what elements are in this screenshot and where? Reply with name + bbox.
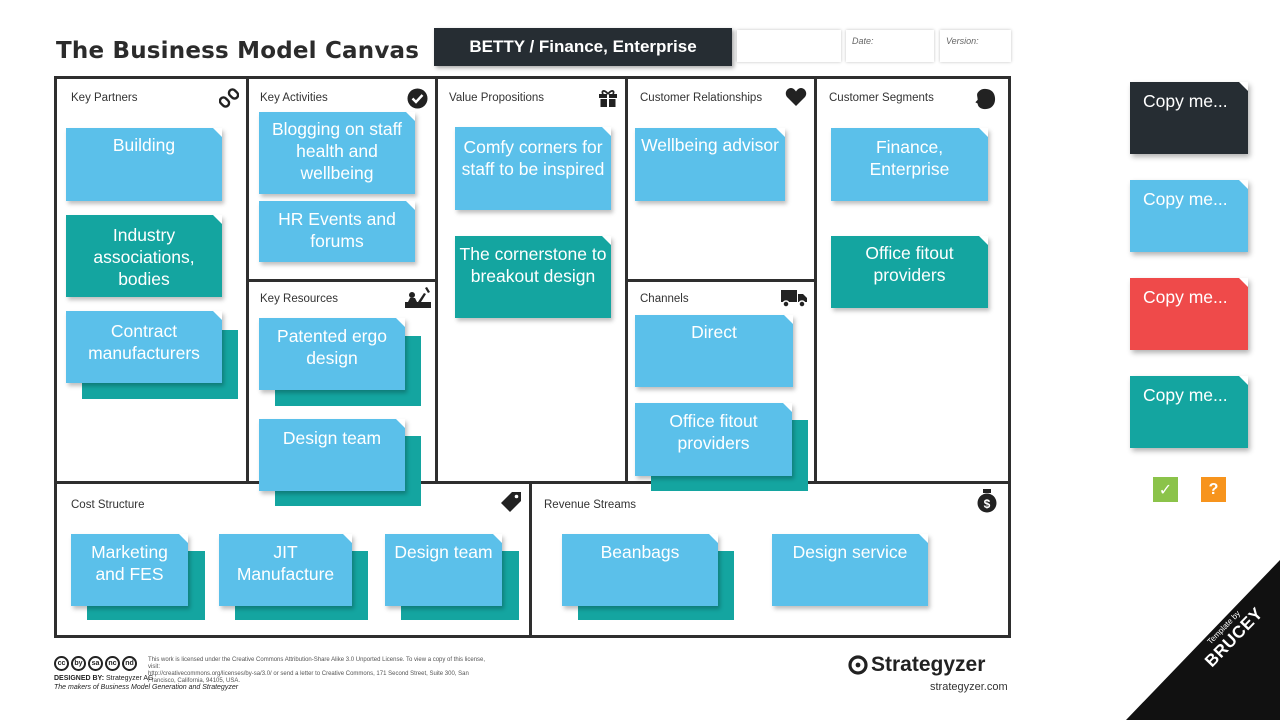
blank-field[interactable] [737,30,841,62]
divider [625,79,628,482]
person-head-icon [974,88,996,110]
page-title: The Business Model Canvas [56,38,420,64]
sticky-note[interactable]: Office fitout providers [831,236,988,308]
section-label-key-activities: Key Activities [260,92,328,104]
sticky-note[interactable]: HR Events and forums [259,201,415,262]
section-label-customer-relationships: Customer Relationships [640,92,763,104]
date-label: Date: [852,36,874,46]
company-header-box[interactable]: BETTY / Finance, Enterprise [434,28,732,66]
gift-icon [597,87,619,109]
truck-icon [780,287,808,309]
cc-license-icons: cc by sa nc nd [54,656,139,671]
strategyzer-logo-icon [848,655,868,675]
by-icon: by [71,656,86,671]
sticky-note[interactable]: Wellbeing advisor [635,128,785,201]
svg-text:$: $ [984,497,991,511]
sa-icon: sa [88,656,103,671]
sticky-note[interactable]: Design team [259,419,405,491]
copy-me-note-dark[interactable]: Copy me... [1130,82,1248,154]
link-icon [218,87,240,109]
sticky-note[interactable]: Industry associations, bodies [66,215,222,297]
sticky-note[interactable]: Design service [772,534,928,606]
date-field[interactable]: Date: [846,30,934,62]
section-label-channels: Channels [640,293,689,305]
section-label-value-propositions: Value Propositions [449,92,545,104]
cc-icon: cc [54,656,69,671]
money-bag-icon: $ [976,489,998,513]
designed-by: DESIGNED BY: Strategyzer AG [54,675,154,682]
price-tag-icon [500,491,522,513]
section-label-cost-structure: Cost Structure [71,499,145,511]
question-sticker[interactable]: ? [1201,477,1226,502]
nd-icon: nd [122,656,137,671]
makers-text: The makers of Business Model Generation … [54,684,239,691]
divider [529,482,532,635]
heart-icon [785,86,807,108]
divider [246,79,249,482]
divider [435,79,438,482]
section-label-revenue-streams: Revenue Streams [544,499,637,511]
version-label: Version: [946,36,979,46]
sticky-note[interactable]: Beanbags [562,534,718,606]
version-field[interactable]: Version: [940,30,1011,62]
check-sticker[interactable]: ✓ [1153,477,1178,502]
divider [628,279,814,282]
strategyzer-url[interactable]: strategyzer.com [930,681,1008,693]
section-label-key-partners: Key Partners [71,92,138,104]
sticky-note[interactable]: The cornerstone to breakout design [455,236,611,318]
divider [249,279,435,282]
check-circle-icon [406,87,428,109]
sticky-note[interactable]: Direct [635,315,793,387]
copy-me-note-blue[interactable]: Copy me... [1130,180,1248,252]
sticky-note[interactable]: Marketing and FES [71,534,188,606]
sticky-note[interactable]: Patented ergo design [259,318,405,390]
section-label-customer-segments: Customer Segments [829,92,934,104]
copy-me-note-red[interactable]: Copy me... [1130,278,1248,350]
sticky-note[interactable]: Contract manufacturers [66,311,222,383]
sticky-note[interactable]: Design team [385,534,502,606]
sticky-note[interactable]: Office fitout providers [635,403,792,476]
sticky-note[interactable]: JIT Manufacture [219,534,352,606]
section-label-key-resources: Key Resources [260,293,338,305]
strategyzer-logo: Strategyzer [848,653,985,677]
license-text: This work is licensed under the Creative… [148,657,486,684]
worker-icon [404,286,432,308]
sticky-note[interactable]: Comfy corners for staff to be inspired [455,127,611,210]
divider [57,481,1008,484]
divider [814,79,817,482]
sticky-note[interactable]: Finance, Enterprise [831,128,988,201]
template-by-ribbon: Template by BRUCEY [1126,560,1280,720]
sticky-note[interactable]: Building [66,128,222,201]
copy-me-note-teal[interactable]: Copy me... [1130,376,1248,448]
nc-icon: nc [105,656,120,671]
sticky-note[interactable]: Blogging on staff health and wellbeing [259,112,415,194]
